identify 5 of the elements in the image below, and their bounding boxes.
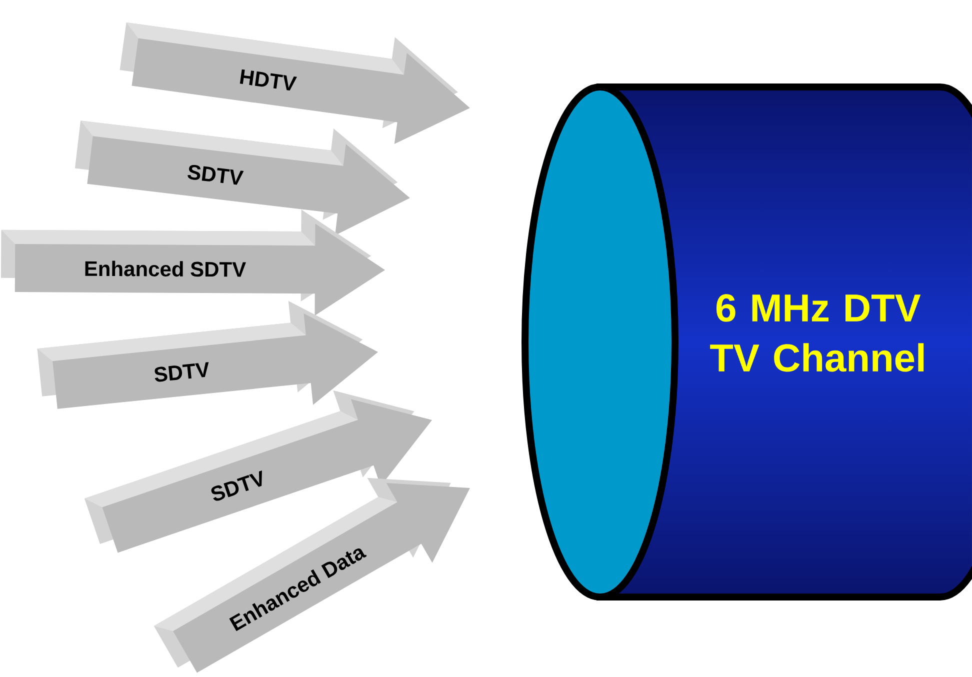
arrow-block: SDTV	[37, 300, 378, 409]
arrow-block: Enhanced SDTV	[0, 210, 385, 316]
cylinder: 6 MHz DTV TV Channel	[522, 84, 972, 600]
arrow-block: HDTV	[120, 22, 470, 144]
arrow-block: SDTV	[74, 120, 410, 236]
